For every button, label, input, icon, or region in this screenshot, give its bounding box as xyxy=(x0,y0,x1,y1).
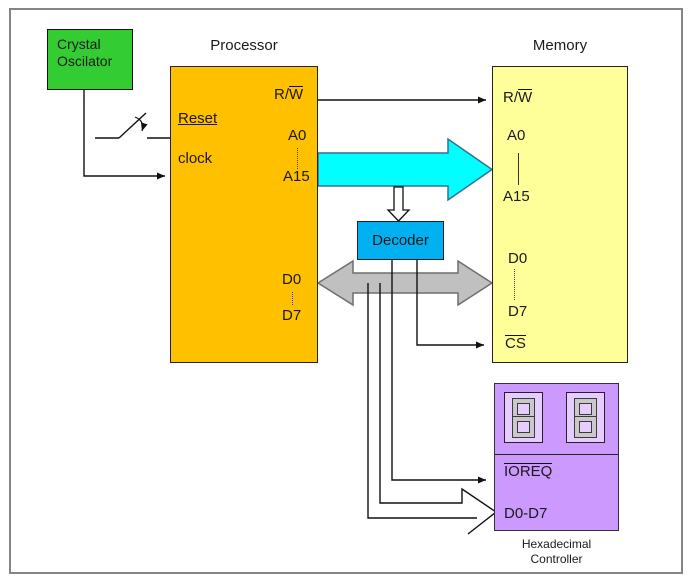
seven-segment-display-icon xyxy=(504,392,543,443)
memory-pin-a0: A0 xyxy=(507,127,526,144)
processor-pin-rw: R/W xyxy=(274,86,304,103)
crystal-oscillator-label-line2: Oscilator xyxy=(57,53,113,69)
hex-controller-caption: Hexadecimal Controller xyxy=(494,537,619,567)
controller-pin-ioreq-bar: IOREQ xyxy=(504,463,553,480)
decoder-input-arrow xyxy=(386,186,411,222)
clock-wire xyxy=(83,90,165,180)
processor-d0-d7-connector xyxy=(292,292,293,305)
digit-top-segment xyxy=(513,399,534,419)
processor-pin-rw-prefix: R/ xyxy=(274,86,289,103)
digit-top-segment xyxy=(575,399,596,419)
crystal-oscillator-label-line1: Crystal xyxy=(57,36,101,52)
controller-pin-ioreq: IOREQ xyxy=(504,463,553,480)
data-bus-arrow xyxy=(316,259,494,307)
cs-wire xyxy=(416,260,484,349)
processor-a0-a15-connector xyxy=(297,148,298,169)
ioreq-wire xyxy=(391,260,486,484)
hex-controller-caption-line2: Controller xyxy=(530,552,583,566)
digit-bottom-segment xyxy=(575,417,596,437)
memory-pin-rw: R/W xyxy=(503,89,533,106)
reset-switch-motion-arrow xyxy=(134,116,148,132)
hex-controller-caption-line1: Hexadecimal xyxy=(521,537,592,551)
processor-pin-a15: A15 xyxy=(283,168,310,185)
decoder-block: Decoder xyxy=(357,221,444,260)
processor-pin-reset: Reset xyxy=(178,110,218,127)
memory-pin-cs-bar: CS xyxy=(505,335,526,352)
memory-pin-d7: D7 xyxy=(508,303,528,320)
memory-a0-a15-connector xyxy=(518,153,519,185)
memory-title: Memory xyxy=(532,37,588,54)
reset-switch-blade xyxy=(118,112,147,139)
decoder-label: Decoder xyxy=(372,232,429,249)
seven-segment-display-icon xyxy=(566,392,605,443)
controller-section-divider xyxy=(495,454,618,455)
processor-pin-a0: A0 xyxy=(288,127,307,144)
digit-bottom-segment xyxy=(513,417,534,437)
memory-pin-cs: CS xyxy=(505,335,526,352)
seven-segment-digit-icon xyxy=(513,399,534,437)
memory-pin-d0: D0 xyxy=(508,250,528,267)
crystal-oscillator-block: Crystal Oscilator xyxy=(47,29,133,90)
seven-segment-digit-icon xyxy=(575,399,596,437)
diagram-border xyxy=(9,8,683,574)
processor-title: Processor xyxy=(210,37,278,54)
data-tap-wire-upper-and-open-arrow xyxy=(379,283,498,535)
processor-pin-d7: D7 xyxy=(282,307,302,324)
processor-pin-d0: D0 xyxy=(282,271,302,288)
address-bus-arrow xyxy=(317,137,494,202)
processor-pin-rw-bar: W xyxy=(289,86,304,103)
processor-pin-clock: clock xyxy=(178,150,213,167)
memory-pin-rw-bar: W xyxy=(518,89,533,106)
memory-d0-d7-connector xyxy=(514,269,515,300)
hex-controller-block: IOREQ D0-D7 xyxy=(494,383,619,531)
data-tap-wire-lower xyxy=(367,283,477,519)
controller-pin-d0-d7: D0-D7 xyxy=(504,505,548,522)
processor-block: Reset clock R/W A0 A15 D0 D7 xyxy=(170,66,318,363)
memory-pin-rw-prefix: R/ xyxy=(503,89,518,106)
memory-block: R/W A0 A15 D0 D7 CS xyxy=(492,66,628,363)
memory-pin-a15: A15 xyxy=(503,188,530,205)
